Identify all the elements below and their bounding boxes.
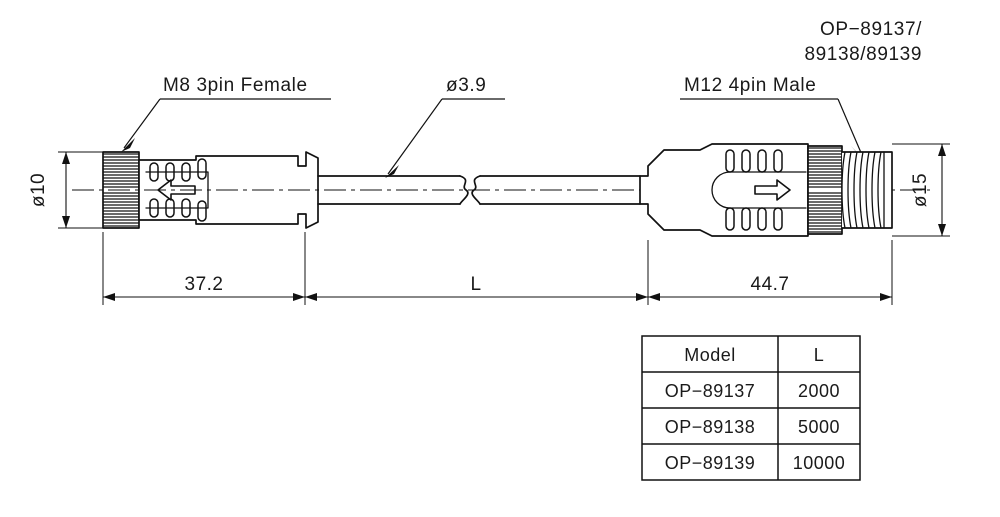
callout-right-connector: M12 4pin Male [680, 75, 864, 160]
callout-right-leader-line [837, 98, 863, 156]
right-thread-outline [841, 151, 893, 229]
right-knurled-nut-hatching [808, 147, 842, 233]
left-connector-m8-female [102, 151, 319, 229]
table-row: OP−89139 10000 [665, 453, 846, 473]
callout-cable-arrowhead [385, 165, 399, 178]
right-grip-slots-bottom [725, 207, 783, 231]
dimension-left-length: 37.2 [103, 274, 305, 301]
dimension-right-diameter: ø15 [892, 143, 950, 237]
callout-cable-leader-line [387, 98, 443, 175]
dimension-chain-horizontal: 37.2 L 44.7 [102, 232, 893, 305]
left-knurled-nut-hatching [103, 153, 139, 227]
table-cell-length: 5000 [798, 417, 840, 437]
table-cell-model: OP−89139 [665, 453, 756, 473]
cable [317, 175, 641, 205]
dimension-right-length-label: 44.7 [751, 274, 790, 295]
right-direction-arrow-icon [754, 179, 791, 201]
callout-left-connector-label: M8 3pin Female [163, 75, 308, 96]
callout-left-connector: M8 3pin Female [121, 75, 331, 152]
dimension-cable-length-label: L [470, 274, 481, 295]
table-row: OP−89138 5000 [665, 417, 840, 437]
part-code-line1: OP−89137/ [820, 19, 922, 40]
callout-left-arrowhead [121, 138, 135, 152]
dimension-cable-length: L [305, 274, 648, 301]
dimension-left-length-label: 37.2 [185, 274, 224, 295]
dimension-left-diameter: ø10 [28, 151, 103, 229]
part-code-label: OP−89137/ 89138/89139 [804, 19, 922, 65]
callout-left-leader-line [123, 98, 161, 149]
table-cell-length: 10000 [793, 453, 846, 473]
table-header-model: Model [684, 345, 736, 365]
model-length-table: Model L OP−89137 2000 OP−89138 5000 OP−8… [641, 335, 861, 481]
callout-cable-diameter-label: ø3.9 [446, 75, 486, 96]
table-cell-model: OP−89138 [665, 417, 756, 437]
callout-cable-diameter: ø3.9 [385, 75, 505, 178]
cable-break-left [459, 175, 469, 205]
right-knurled-nut-body [808, 146, 842, 234]
table-header-row: Model L [684, 345, 824, 365]
dimension-left-diameter-label: ø10 [28, 173, 49, 207]
table-header-length: L [814, 345, 825, 365]
table-row: OP−89137 2000 [665, 381, 840, 401]
dimension-right-diameter-label: ø15 [910, 173, 931, 207]
right-connector-m12-male [639, 143, 893, 237]
dimension-right-length: 44.7 [648, 274, 892, 301]
table-cell-model: OP−89137 [665, 381, 756, 401]
table-cell-length: 2000 [798, 381, 840, 401]
right-thread-lines [841, 151, 882, 229]
callout-right-connector-label: M12 4pin Male [684, 75, 816, 96]
part-code-line2: 89138/89139 [804, 44, 922, 65]
right-marking-outline [711, 171, 807, 209]
